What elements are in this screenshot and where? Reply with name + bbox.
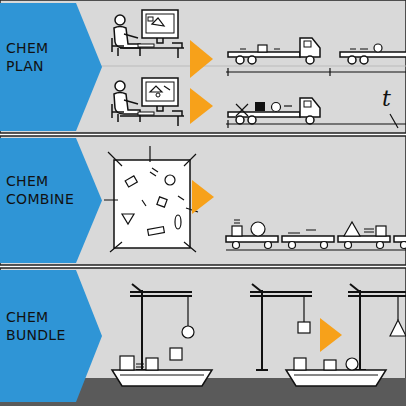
band-title: CHEM COMBINE <box>6 172 80 208</box>
chevron-label: CHEM BUNDLE <box>0 270 102 402</box>
truck <box>228 38 320 64</box>
band-title: CHEM PLAN <box>6 39 80 75</box>
workstation <box>112 10 184 58</box>
chevron-label: CHEM PLAN <box>0 3 102 131</box>
truck <box>340 38 406 64</box>
band <box>0 268 406 406</box>
band-title: CHEM BUNDLE <box>6 308 80 344</box>
orange-triangle <box>192 180 214 214</box>
ship <box>286 358 386 386</box>
band <box>0 136 406 265</box>
chevron-fill <box>0 138 102 263</box>
chevron-fill <box>0 270 102 402</box>
chevron-label: CHEM COMBINE <box>0 138 102 263</box>
orange-triangle <box>320 318 342 352</box>
truck <box>228 98 320 124</box>
chevron-fill <box>0 3 102 131</box>
orange-triangle <box>190 40 213 78</box>
timeline <box>226 114 406 128</box>
workstation <box>112 78 184 126</box>
band <box>0 0 406 133</box>
axis-label: t <box>382 86 391 111</box>
mixing-box <box>104 146 198 252</box>
timeline <box>226 68 406 76</box>
train <box>226 220 406 250</box>
ship <box>112 348 212 386</box>
cranes <box>130 284 406 370</box>
orange-triangle <box>190 88 213 124</box>
divider <box>100 66 406 67</box>
